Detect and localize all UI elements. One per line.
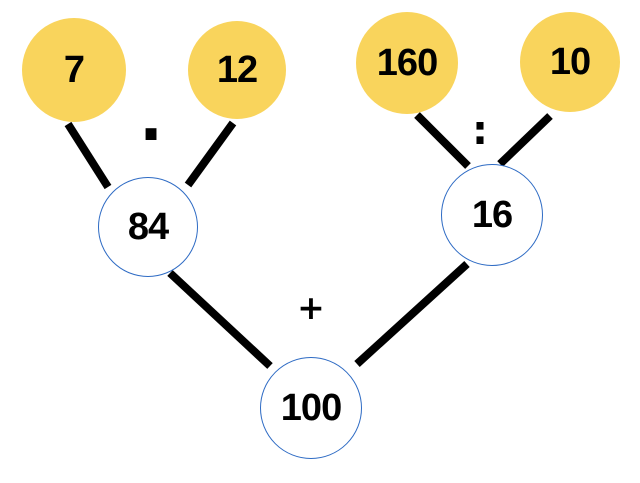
node-result-100-value: 100	[280, 386, 342, 429]
divide-operator-icon: :	[472, 108, 488, 154]
node-result-84: 84	[98, 177, 198, 277]
edge-84-to-100	[167, 270, 273, 369]
node-result-100: 100	[260, 357, 362, 459]
edge-160-to-16	[414, 112, 471, 169]
edge-7-to-84	[64, 121, 112, 190]
node-operand-12: 12	[188, 21, 286, 119]
node-operand-12-value: 12	[216, 48, 258, 91]
node-operand-7-value: 7	[63, 48, 85, 91]
node-result-16-value: 16	[471, 193, 513, 236]
node-operand-160: 160	[356, 12, 458, 114]
multiply-operator-icon: ·	[139, 98, 163, 171]
node-operand-10-value: 10	[549, 40, 591, 83]
node-operand-10: 10	[520, 12, 620, 112]
node-result-16: 16	[441, 164, 543, 266]
add-operator-icon: +	[297, 287, 325, 327]
node-operand-160-value: 160	[376, 41, 438, 84]
node-result-84-value: 84	[127, 205, 169, 248]
edge-16-to-100	[354, 261, 470, 367]
node-operand-7: 7	[22, 18, 126, 122]
edge-12-to-84	[184, 120, 237, 188]
edge-10-to-16	[497, 113, 553, 167]
